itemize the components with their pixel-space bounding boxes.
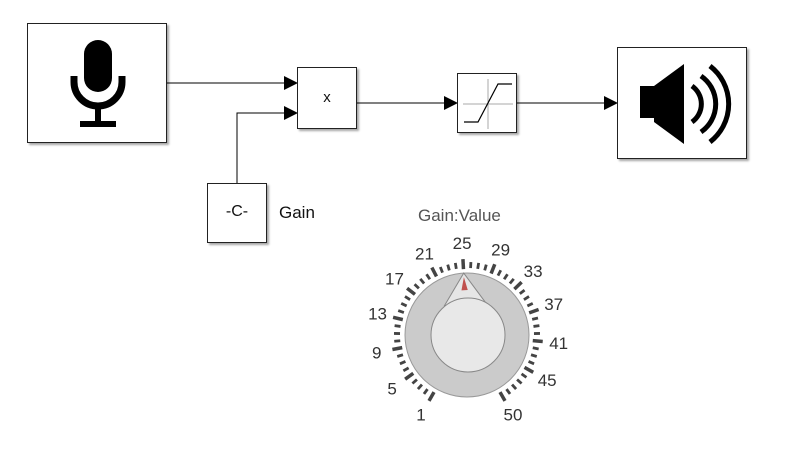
line-gain-to-product[interactable] bbox=[236, 106, 298, 183]
minor-tick bbox=[526, 302, 534, 308]
minor-tick bbox=[453, 262, 458, 270]
minor-tick bbox=[399, 360, 407, 366]
speaker-icon bbox=[640, 64, 732, 144]
minor-tick bbox=[411, 378, 418, 385]
knob-pointer bbox=[461, 277, 468, 291]
tick-label: 29 bbox=[491, 240, 510, 259]
knob-cap bbox=[430, 297, 506, 373]
minor-tick bbox=[413, 283, 420, 290]
saturation-icon bbox=[463, 79, 513, 129]
microphone-icon bbox=[70, 40, 126, 127]
minor-tick bbox=[516, 378, 523, 385]
minor-tick bbox=[404, 295, 411, 301]
minor-tick bbox=[508, 278, 515, 285]
major-tick bbox=[498, 391, 507, 402]
minor-tick bbox=[422, 388, 429, 395]
product-block[interactable]: x bbox=[297, 67, 357, 129]
minor-tick bbox=[394, 339, 401, 343]
tick-label: 50 bbox=[504, 406, 523, 425]
minor-tick bbox=[439, 266, 444, 274]
minor-tick bbox=[397, 309, 405, 314]
minor-tick bbox=[505, 388, 512, 395]
minor-tick bbox=[533, 324, 540, 328]
minor-tick bbox=[419, 278, 426, 285]
minor-tick bbox=[400, 302, 408, 308]
minor-tick bbox=[425, 273, 432, 281]
major-tick bbox=[489, 263, 497, 275]
minor-tick bbox=[502, 273, 509, 281]
minor-tick bbox=[520, 372, 528, 379]
minor-tick bbox=[483, 264, 488, 271]
tick-label: 21 bbox=[415, 244, 434, 263]
minor-tick bbox=[530, 353, 538, 358]
constant-block-name[interactable]: Gain bbox=[279, 203, 315, 222]
major-tick bbox=[404, 371, 415, 381]
major-tick bbox=[528, 307, 540, 315]
tick-label: 17 bbox=[385, 269, 404, 288]
minor-tick bbox=[476, 262, 481, 270]
tick-label: 5 bbox=[387, 379, 396, 398]
minor-tick bbox=[446, 264, 451, 271]
minor-tick bbox=[531, 316, 539, 321]
tick-label: 25 bbox=[453, 234, 472, 253]
major-tick bbox=[427, 391, 436, 402]
minor-tick bbox=[396, 353, 404, 358]
major-tick bbox=[392, 345, 403, 352]
tick-label: 13 bbox=[368, 305, 387, 324]
knob-title: Gain:Value bbox=[418, 206, 501, 225]
constant-block[interactable]: -C- bbox=[207, 183, 267, 243]
tick-label: 37 bbox=[544, 295, 563, 314]
major-tick bbox=[430, 266, 439, 278]
major-tick bbox=[461, 259, 466, 270]
minor-tick bbox=[402, 366, 410, 373]
major-tick bbox=[532, 338, 543, 344]
minor-tick bbox=[518, 288, 526, 295]
speaker-block[interactable] bbox=[617, 47, 747, 159]
saturation-block[interactable] bbox=[457, 73, 517, 133]
minor-tick bbox=[527, 360, 535, 366]
tick-label: 41 bbox=[549, 334, 568, 353]
tick-label: 9 bbox=[372, 344, 381, 363]
microphone-block[interactable] bbox=[27, 23, 167, 143]
tick-label: 1 bbox=[416, 406, 425, 425]
product-label: x bbox=[323, 89, 331, 106]
major-tick bbox=[406, 286, 417, 296]
tick-label: 33 bbox=[524, 262, 543, 281]
minor-tick bbox=[496, 269, 503, 277]
minor-tick bbox=[532, 346, 539, 351]
minor-tick bbox=[416, 383, 423, 390]
major-tick bbox=[513, 280, 523, 291]
major-tick bbox=[523, 365, 535, 374]
minor-tick bbox=[523, 295, 530, 301]
tick-label: 45 bbox=[538, 371, 557, 390]
constant-label: -C- bbox=[225, 203, 249, 220]
minor-tick bbox=[394, 324, 401, 328]
minor-tick bbox=[511, 383, 518, 390]
major-tick bbox=[392, 315, 404, 322]
